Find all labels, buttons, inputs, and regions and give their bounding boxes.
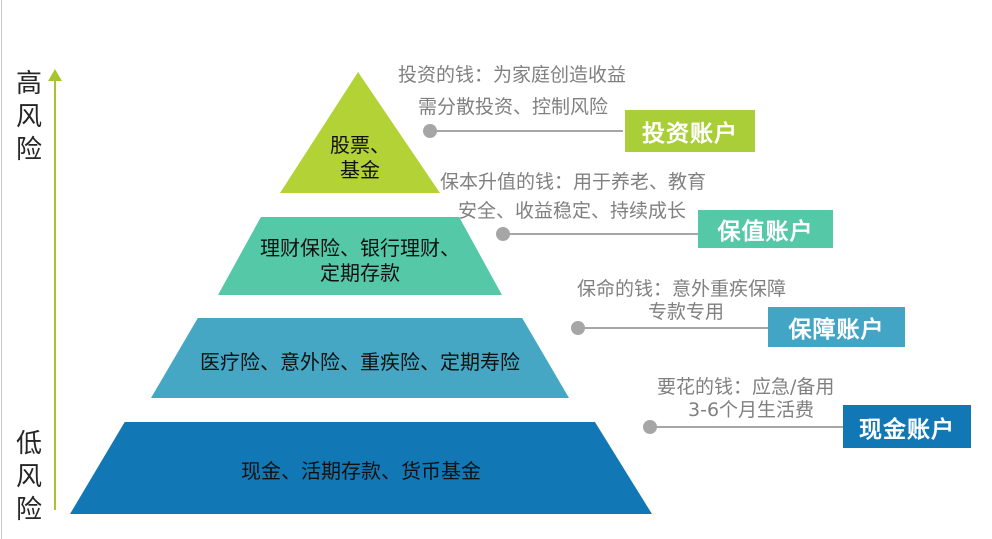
pyramid-layer-wealth-products: 理财保险、银行理财、 定期存款 xyxy=(218,217,502,295)
note-protection-line2: 专款专用 xyxy=(648,301,725,323)
badge-label: 现金账户 xyxy=(859,416,955,443)
badge-protection-account: 保障账户 xyxy=(768,307,905,347)
connector-line xyxy=(506,233,698,235)
badge-investment-account: 投资账户 xyxy=(625,110,755,152)
badge-label: 保障账户 xyxy=(788,317,885,343)
note-preservation-line1: 保本升值的钱：用于养老、教育 xyxy=(440,171,707,193)
note-cash-line1: 要花的钱：应急/备用 xyxy=(657,376,835,398)
badge-value-preservation-account: 保值账户 xyxy=(698,210,833,248)
pyramid-layer-stocks-funds: 股票、 基金 xyxy=(280,72,440,193)
layer-label: 现金、活期存款、货币基金 xyxy=(241,458,481,483)
layer-label: 医疗险、意外险、重疾险、定期寿险 xyxy=(200,349,520,374)
connector-line xyxy=(433,130,623,132)
connector-line xyxy=(653,426,843,428)
badge-cash-account: 现金账户 xyxy=(843,405,971,448)
up-arrow-icon xyxy=(48,69,62,81)
connector-dot xyxy=(571,321,585,335)
axis-label-low-risk: 低 风 险 xyxy=(15,429,42,525)
layer-label: 股票、 基金 xyxy=(330,133,390,182)
note-investment-line2: 需分散投资、控制风险 xyxy=(418,96,609,118)
badge-label: 投资账户 xyxy=(642,121,738,147)
badge-label: 保值账户 xyxy=(717,219,814,245)
axis-label-high-risk: 高 风 险 xyxy=(15,69,42,165)
connector-dot xyxy=(423,124,437,138)
connector-dot xyxy=(643,420,657,434)
connector-dot xyxy=(496,227,510,241)
connector-line xyxy=(581,327,768,329)
note-investment-line1: 投资的钱：为家庭创造收益 xyxy=(398,64,627,86)
note-cash-line2: 3-6个月生活费 xyxy=(688,399,815,421)
layer-label: 理财保险、银行理财、 定期存款 xyxy=(260,236,460,285)
risk-axis-line xyxy=(54,80,56,510)
note-preservation-line2: 安全、收益稳定、持续成长 xyxy=(458,200,687,222)
pyramid-layer-insurance: 医疗险、意外险、重疾险、定期寿险 xyxy=(151,318,569,398)
pyramid-layer-cash: 现金、活期存款、货币基金 xyxy=(70,422,652,514)
note-protection-line1: 保命的钱：意外重疾保障 xyxy=(577,278,787,300)
slide-left-border xyxy=(1,0,2,539)
